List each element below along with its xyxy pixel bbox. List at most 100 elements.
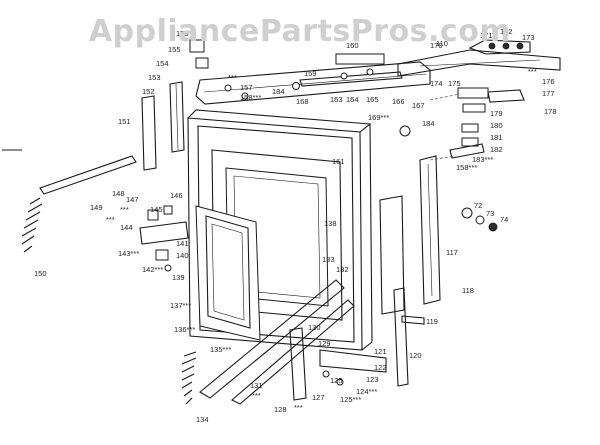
bottom-tab-119	[401, 315, 425, 325]
clip-part	[189, 39, 205, 53]
label-183: 183***	[472, 155, 493, 164]
label-178: 178	[544, 107, 557, 116]
part-labels: 110 117 118 119 120 121 122 123 124*** 1…	[34, 27, 557, 424]
label-stars-2: ***	[120, 205, 129, 214]
top-slide-rail	[299, 71, 403, 87]
label-147: 147	[126, 195, 139, 204]
label-145: 145	[150, 205, 163, 214]
top-trim-strip	[195, 61, 431, 105]
washer-part	[488, 222, 498, 232]
label-179: 179	[490, 109, 503, 118]
latch-part	[163, 205, 173, 215]
label-149: 149	[90, 203, 103, 212]
label-174: 174	[430, 79, 443, 88]
label-152: 152	[142, 87, 155, 96]
label-137: 137***	[170, 301, 191, 310]
label-138: 138	[324, 219, 337, 228]
label-118: 118	[462, 286, 474, 295]
label-156: 156	[176, 29, 189, 38]
label-143: 143***	[118, 249, 139, 258]
label-120: 120	[409, 351, 422, 360]
screw-part	[224, 84, 232, 92]
label-142: 142***	[142, 265, 163, 274]
front-door-panel	[195, 205, 261, 341]
label-129: 129	[318, 339, 331, 348]
label-180: 180	[490, 121, 503, 130]
hinge-arm	[487, 89, 525, 103]
label-131: 131	[250, 381, 263, 390]
hinge-part	[461, 123, 479, 133]
spring-part	[516, 42, 524, 50]
label-169: 169***	[368, 113, 389, 122]
label-165: 165	[366, 95, 379, 104]
right-side-strip-slot	[427, 163, 433, 297]
screw-part	[366, 68, 374, 76]
label-184b: 184	[422, 119, 435, 128]
leader-dash	[429, 93, 461, 101]
label-148: 148	[112, 189, 125, 198]
bumper-part	[399, 125, 411, 137]
label-167: 167	[412, 101, 425, 110]
label-124: 124***	[356, 387, 377, 396]
label-125b: 125***	[340, 395, 361, 404]
label-stars-4: ***	[228, 73, 237, 82]
label-121: 121	[374, 347, 387, 356]
label-158b: 158***	[456, 163, 477, 172]
left-spring-150	[21, 197, 43, 253]
label-182: 182	[490, 145, 503, 154]
bottom-right-strip-120	[393, 287, 409, 387]
label-151: 151	[118, 117, 131, 126]
hinge-part	[462, 103, 486, 113]
label-135: 135***	[210, 345, 231, 354]
top-trim-edge	[203, 73, 427, 93]
label-140: 140	[176, 251, 189, 260]
label-133: 133	[322, 255, 335, 264]
latch-part	[155, 249, 169, 261]
right-panel	[379, 195, 405, 315]
label-150: 150	[34, 269, 47, 278]
label-157: 157	[240, 83, 253, 92]
front-door-window	[205, 215, 251, 329]
label-117: 117	[446, 248, 458, 257]
screw-part	[336, 378, 344, 386]
left-rod-149	[39, 155, 137, 195]
hinge-arm	[449, 143, 485, 159]
label-stars-1: ***	[528, 67, 537, 76]
label-stars-3: ***	[106, 215, 115, 224]
label-166: 166	[392, 97, 405, 106]
label-153: 153	[148, 73, 161, 82]
label-72: 72	[474, 201, 482, 210]
spring-part	[488, 42, 496, 50]
label-122: 122	[374, 363, 387, 372]
spring-part	[502, 42, 510, 50]
label-154: 154	[156, 59, 169, 68]
label-163: 163	[330, 95, 343, 104]
screw-part	[292, 82, 300, 90]
label-73: 73	[486, 209, 494, 218]
label-168: 168	[296, 97, 309, 106]
left-strip-152	[169, 81, 185, 153]
label-132: 132	[336, 265, 349, 274]
lower-plate-123	[319, 349, 387, 373]
label-128: 128	[274, 405, 287, 414]
label-184a: 184	[272, 87, 285, 96]
lower-bracket-128	[289, 327, 307, 401]
front-door-window-inner	[211, 223, 245, 321]
label-127: 127	[312, 393, 325, 402]
label-164: 164	[346, 95, 359, 104]
label-160: 160	[346, 41, 359, 50]
label-139: 139	[172, 273, 185, 282]
leader-dash	[429, 155, 456, 161]
label-146: 146	[170, 191, 183, 200]
screw-part	[164, 264, 172, 272]
label-176: 176	[542, 77, 555, 86]
frame-depth-top	[187, 109, 372, 133]
screw-part	[322, 370, 330, 378]
top-latch-part	[335, 53, 385, 65]
latch-part	[147, 209, 159, 221]
label-stars-5: ***	[252, 391, 261, 400]
label-134: 134	[196, 415, 209, 424]
label-171: 171	[480, 31, 493, 40]
clip-part	[195, 57, 209, 69]
